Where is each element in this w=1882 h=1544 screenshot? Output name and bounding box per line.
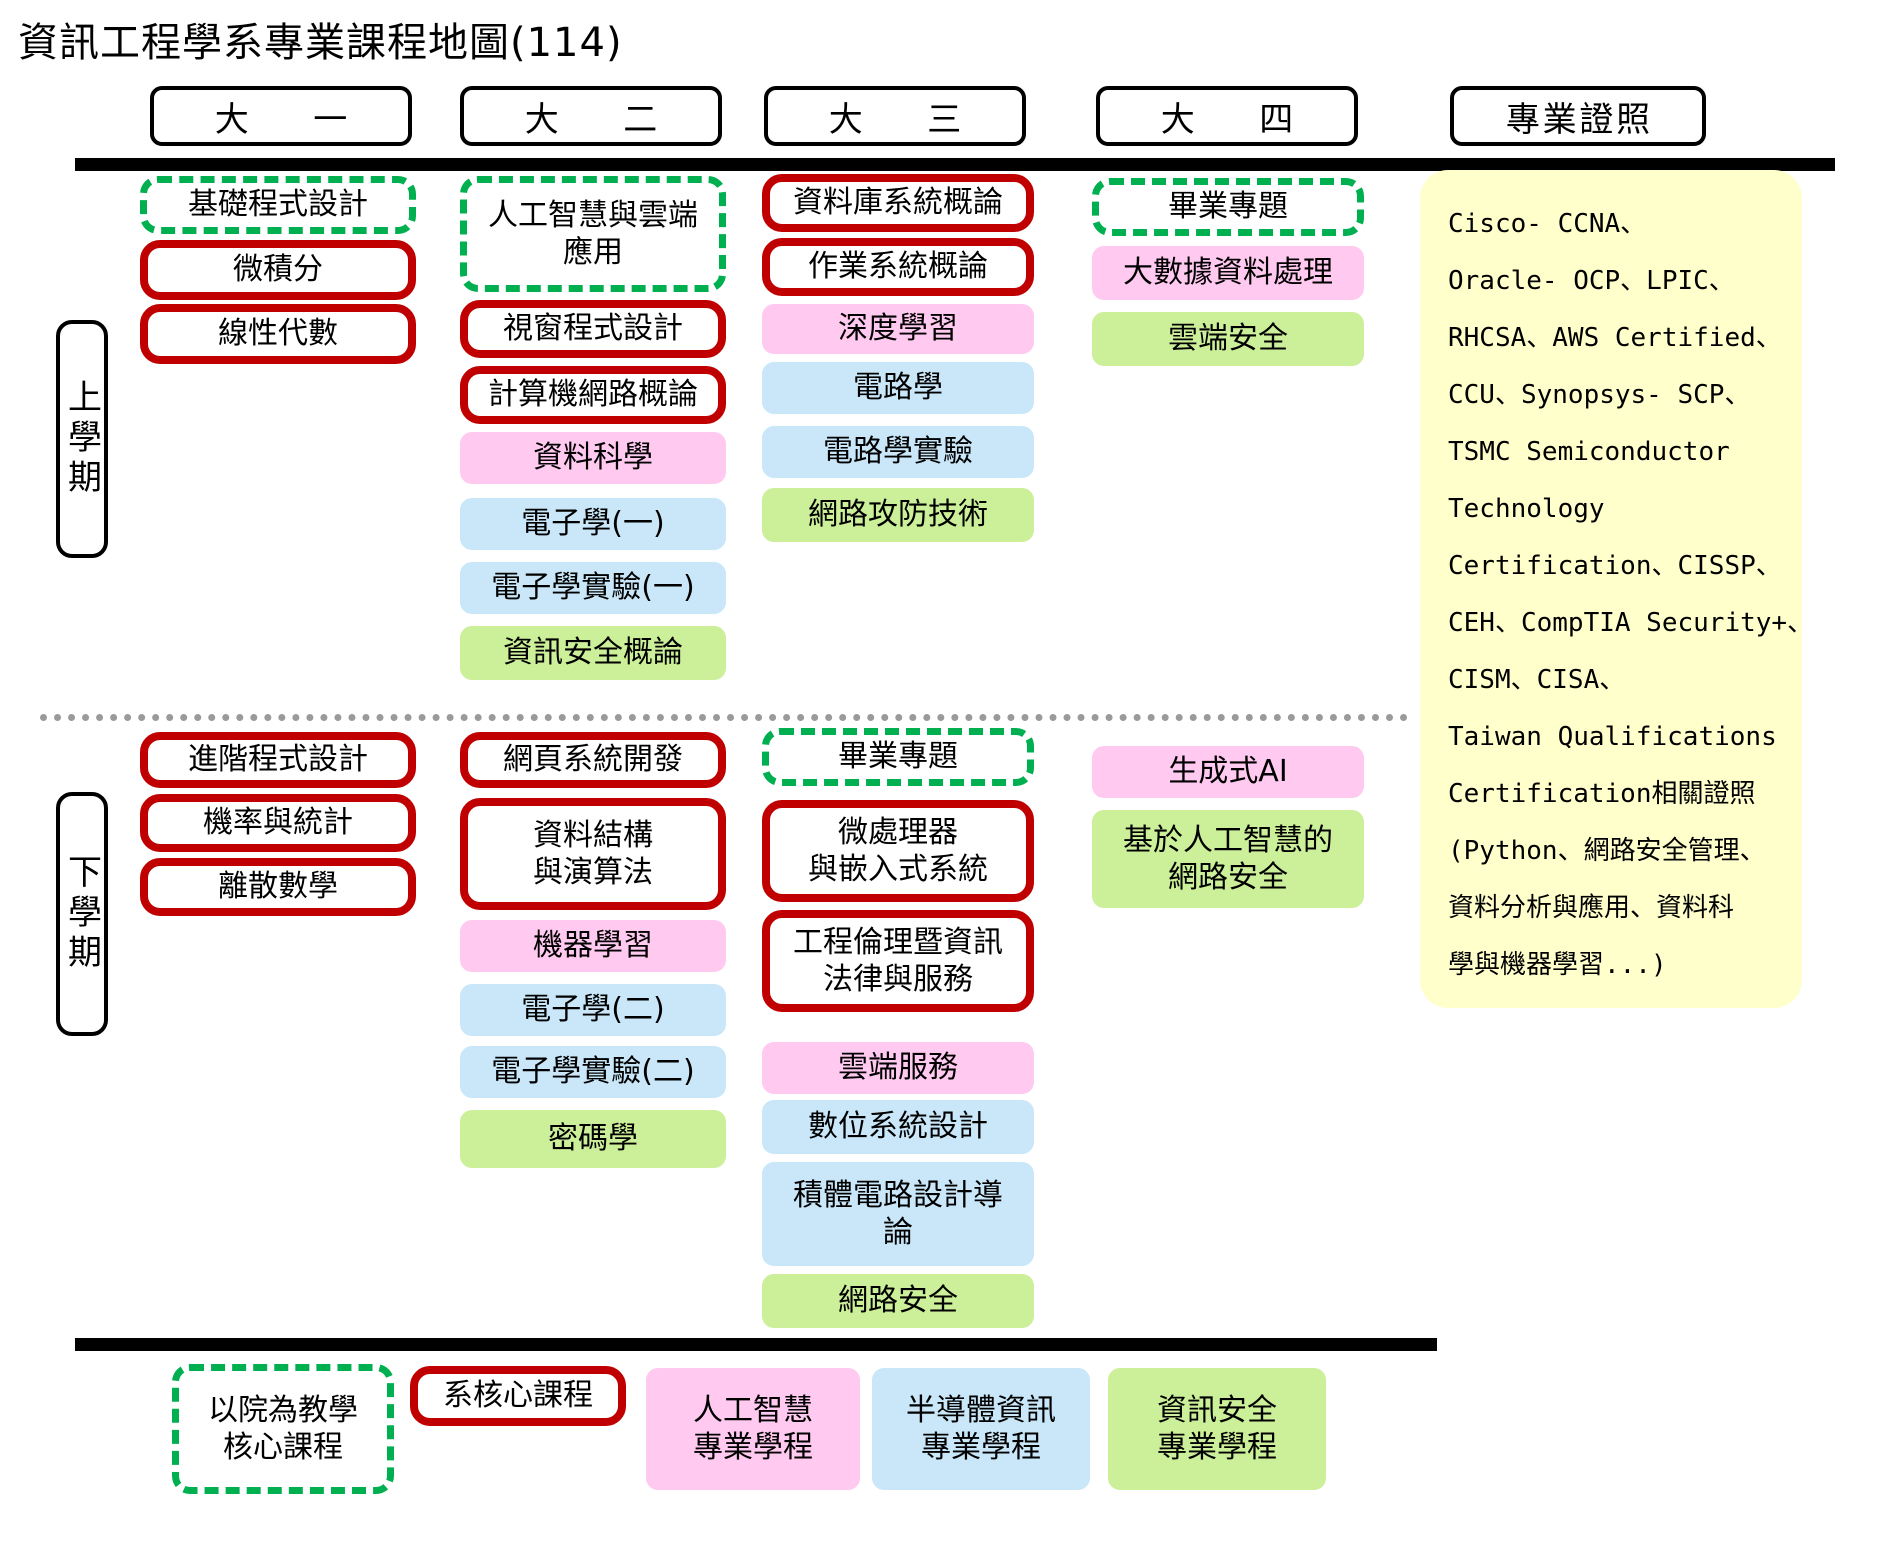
course-y3-lower-0: 畢業專題 <box>762 728 1034 786</box>
certifications-panel: Cisco- CCNA、 Oracle- OCP、LPIC、 RHCSA、AWS… <box>1420 170 1814 1008</box>
legend-semiconductor-program: 半導體資訊 專業學程 <box>872 1368 1090 1490</box>
header-certifications: 專業證照 <box>1450 86 1706 146</box>
legend-ai-program: 人工智慧 專業學程 <box>646 1368 860 1490</box>
course-y3-upper-3: 電路學 <box>762 362 1034 414</box>
course-y2-lower-0: 網頁系統開發 <box>460 732 726 788</box>
certification-line: 學與機器學習...) <box>1448 950 1667 980</box>
course-y2-upper-0: 人工智慧與雲端 應用 <box>460 176 726 292</box>
course-y4-upper-1: 大數據資料處理 <box>1092 246 1364 300</box>
certification-line: CISM、CISA、 <box>1448 665 1626 695</box>
course-y4-upper-0: 畢業專題 <box>1092 178 1364 236</box>
certification-line: CEH、CompTIA Security+、 <box>1448 608 1814 638</box>
course-y2-lower-1: 資料結構 與演算法 <box>460 798 726 910</box>
certification-line: TSMC Semiconductor <box>1448 437 1730 467</box>
course-y2-upper-1: 視窗程式設計 <box>460 300 726 358</box>
header-year4: 大 四 <box>1096 86 1358 146</box>
course-y1-lower-1: 機率與統計 <box>140 794 416 852</box>
page-title: 資訊工程學系專業課程地圖(114) <box>18 20 623 66</box>
certification-line: Certification相關證照 <box>1448 779 1756 809</box>
certification-line: RHCSA、AWS Certified、 <box>1448 323 1782 353</box>
course-y1-upper-1: 微積分 <box>140 240 416 300</box>
course-y4-lower-0: 生成式AI <box>1092 746 1364 798</box>
semester-dotted-divider <box>40 714 1408 721</box>
course-y2-upper-2: 計算機網路概論 <box>460 366 726 424</box>
course-y4-upper-2: 雲端安全 <box>1092 312 1364 366</box>
course-y3-lower-2: 工程倫理暨資訊 法律與服務 <box>762 910 1034 1012</box>
certification-line: Cisco- CCNA、 <box>1448 209 1647 239</box>
course-y1-upper-0: 基礎程式設計 <box>140 176 416 234</box>
course-y2-upper-3: 資料科學 <box>460 432 726 484</box>
course-y3-lower-3: 雲端服務 <box>762 1042 1034 1094</box>
bottom-divider-line <box>75 1338 1437 1351</box>
course-y2-lower-4: 電子學實驗(二) <box>460 1046 726 1098</box>
course-y2-upper-4: 電子學(一) <box>460 498 726 550</box>
legend-dept-core: 系核心課程 <box>410 1366 626 1426</box>
course-y4-lower-1: 基於人工智慧的 網路安全 <box>1092 810 1364 908</box>
course-y2-lower-5: 密碼學 <box>460 1110 726 1168</box>
course-y2-lower-2: 機器學習 <box>460 920 726 972</box>
certification-line: Technology <box>1448 494 1605 524</box>
legend-college-core: 以院為教學 核心課程 <box>172 1364 394 1494</box>
course-y3-lower-5: 積體電路設計導 論 <box>762 1162 1034 1266</box>
course-y2-upper-5: 電子學實驗(一) <box>460 562 726 614</box>
semester-label-lower: 下學期 <box>56 792 108 1036</box>
header-year3: 大 三 <box>764 86 1026 146</box>
course-y1-upper-2: 線性代數 <box>140 304 416 364</box>
header-year2: 大 二 <box>460 86 722 146</box>
header-year1: 大 一 <box>150 86 412 146</box>
course-y2-lower-3: 電子學(二) <box>460 984 726 1036</box>
semester-label-upper: 上學期 <box>56 320 108 558</box>
certification-line: CCU、Synopsys- SCP、 <box>1448 380 1751 410</box>
course-y3-upper-1: 作業系統概論 <box>762 238 1034 296</box>
course-y3-upper-5: 網路攻防技術 <box>762 488 1034 542</box>
certification-line: (Python、網路安全管理、 <box>1448 836 1766 866</box>
certification-line: Certification、CISSP、 <box>1448 551 1782 581</box>
course-y3-lower-6: 網路安全 <box>762 1274 1034 1328</box>
certification-line: Oracle- OCP、LPIC、 <box>1448 266 1735 296</box>
legend-security-program: 資訊安全 專業學程 <box>1108 1368 1326 1490</box>
course-y3-upper-0: 資料庫系統概論 <box>762 174 1034 232</box>
course-y3-lower-1: 微處理器 與嵌入式系統 <box>762 800 1034 902</box>
course-y1-lower-0: 進階程式設計 <box>140 732 416 788</box>
course-y3-upper-2: 深度學習 <box>762 304 1034 354</box>
course-y3-lower-4: 數位系統設計 <box>762 1100 1034 1154</box>
course-y2-upper-6: 資訊安全概論 <box>460 626 726 680</box>
top-divider-line <box>75 158 1835 171</box>
course-y1-lower-2: 離散數學 <box>140 858 416 916</box>
course-y3-upper-4: 電路學實驗 <box>762 426 1034 478</box>
certification-line: 資料分析與應用、資料科 <box>1448 893 1735 923</box>
certification-line: Taiwan Qualifications <box>1448 722 1777 752</box>
